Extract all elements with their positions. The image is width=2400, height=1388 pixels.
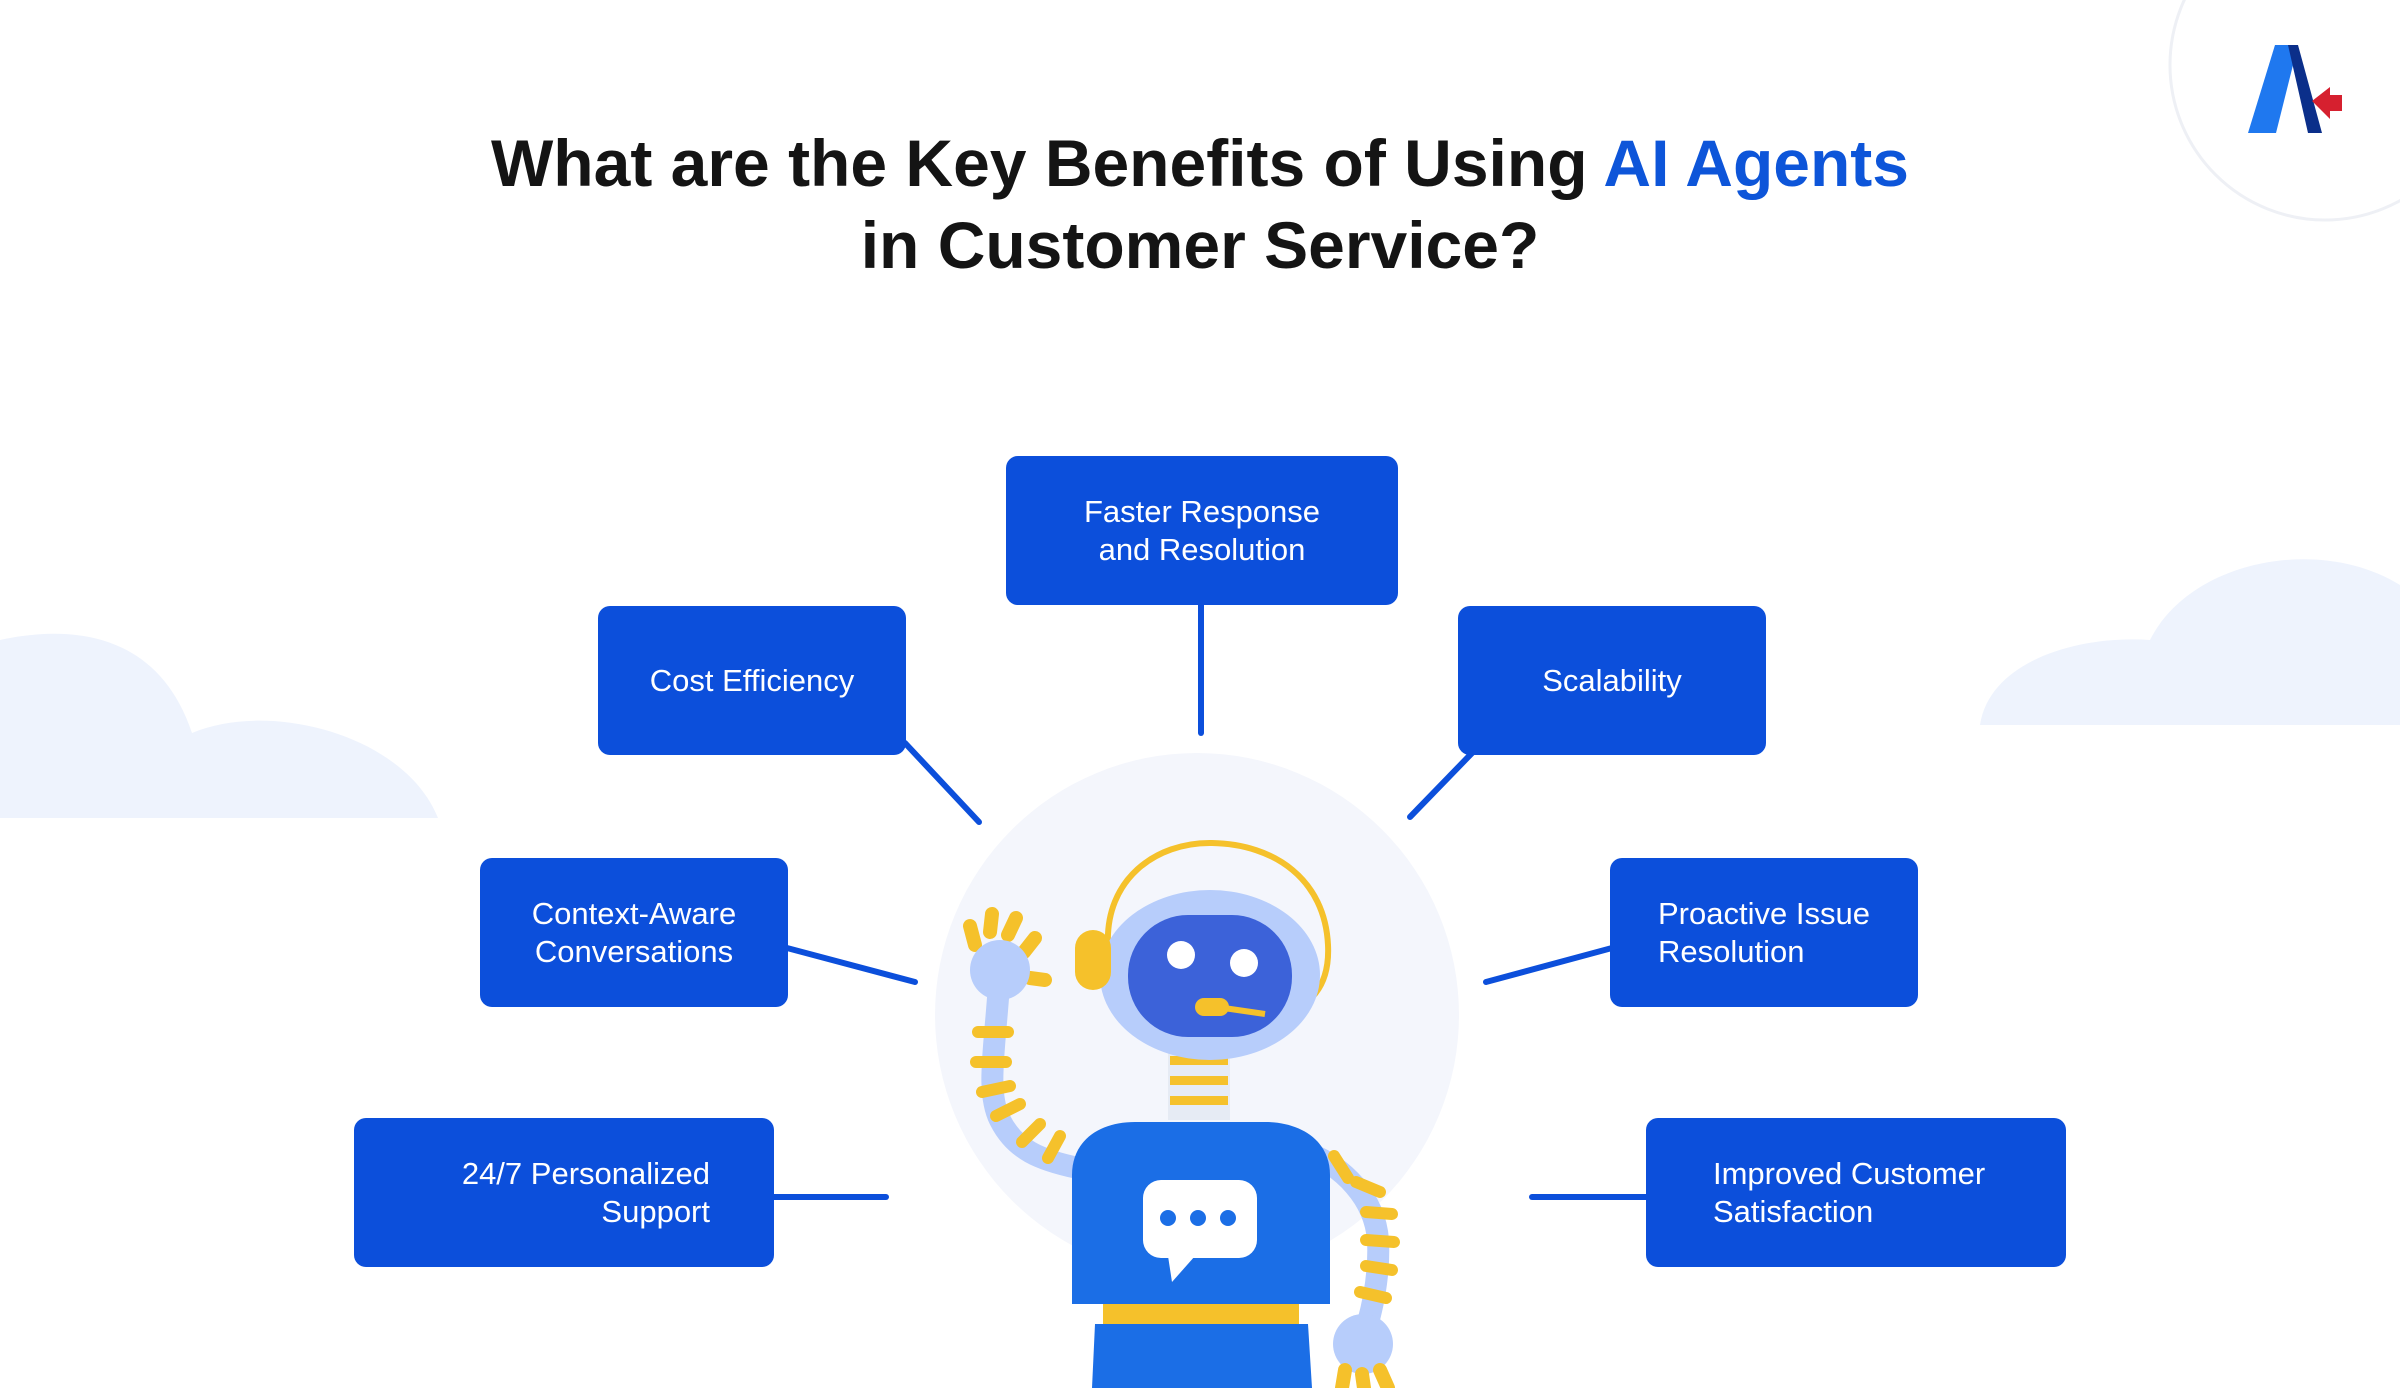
chat-bubble-icon [1143,1180,1257,1282]
benefit-context-aware-line1: Context-Aware [531,895,737,931]
connector-context-aware [784,945,918,985]
title-line-1: What are the Key Benefits of Using AI Ag… [0,122,2400,204]
benefit-cost-efficiency-label: Cost Efficiency [649,662,855,698]
benefit-proactive-issue-line2: Resolution [1658,933,1805,969]
benefit-personalized-support-line2: Support [601,1193,710,1229]
benefit-faster-response-line2: and Resolution [1098,531,1306,567]
benefit-proactive-issue-line1: Proactive Issue [1658,895,1870,931]
benefit-personalized-support-line1: 24/7 Personalized [461,1155,710,1191]
brand-logo-icon [2168,0,2400,222]
connector-scalability [1407,749,1476,820]
cloud-right [1980,559,2400,725]
cloud-left [0,633,438,818]
title-accent: AI Agents [1603,126,1909,200]
benefit-customer-satisfaction-line1: Improved Customer [1713,1155,1986,1191]
connector-cost-efficiency [902,740,982,825]
title-line-2: in Customer Service? [860,208,1540,282]
benefit-scalability: Scalability [1458,606,1766,755]
benefit-customer-satisfaction-line2: Satisfaction [1713,1193,1874,1229]
page-title: What are the Key Benefits of Using AI Ag… [0,122,2400,286]
benefit-faster-response-line1: Faster Response [1083,493,1321,529]
benefit-cost-efficiency: Cost Efficiency [598,606,906,755]
connector-proactive-issue [1483,945,1615,985]
benefit-scalability-label: Scalability [1542,662,1682,698]
title-prefix: What are the Key Benefits of Using [491,126,1604,200]
benefit-context-aware-line2: Conversations [534,933,734,969]
